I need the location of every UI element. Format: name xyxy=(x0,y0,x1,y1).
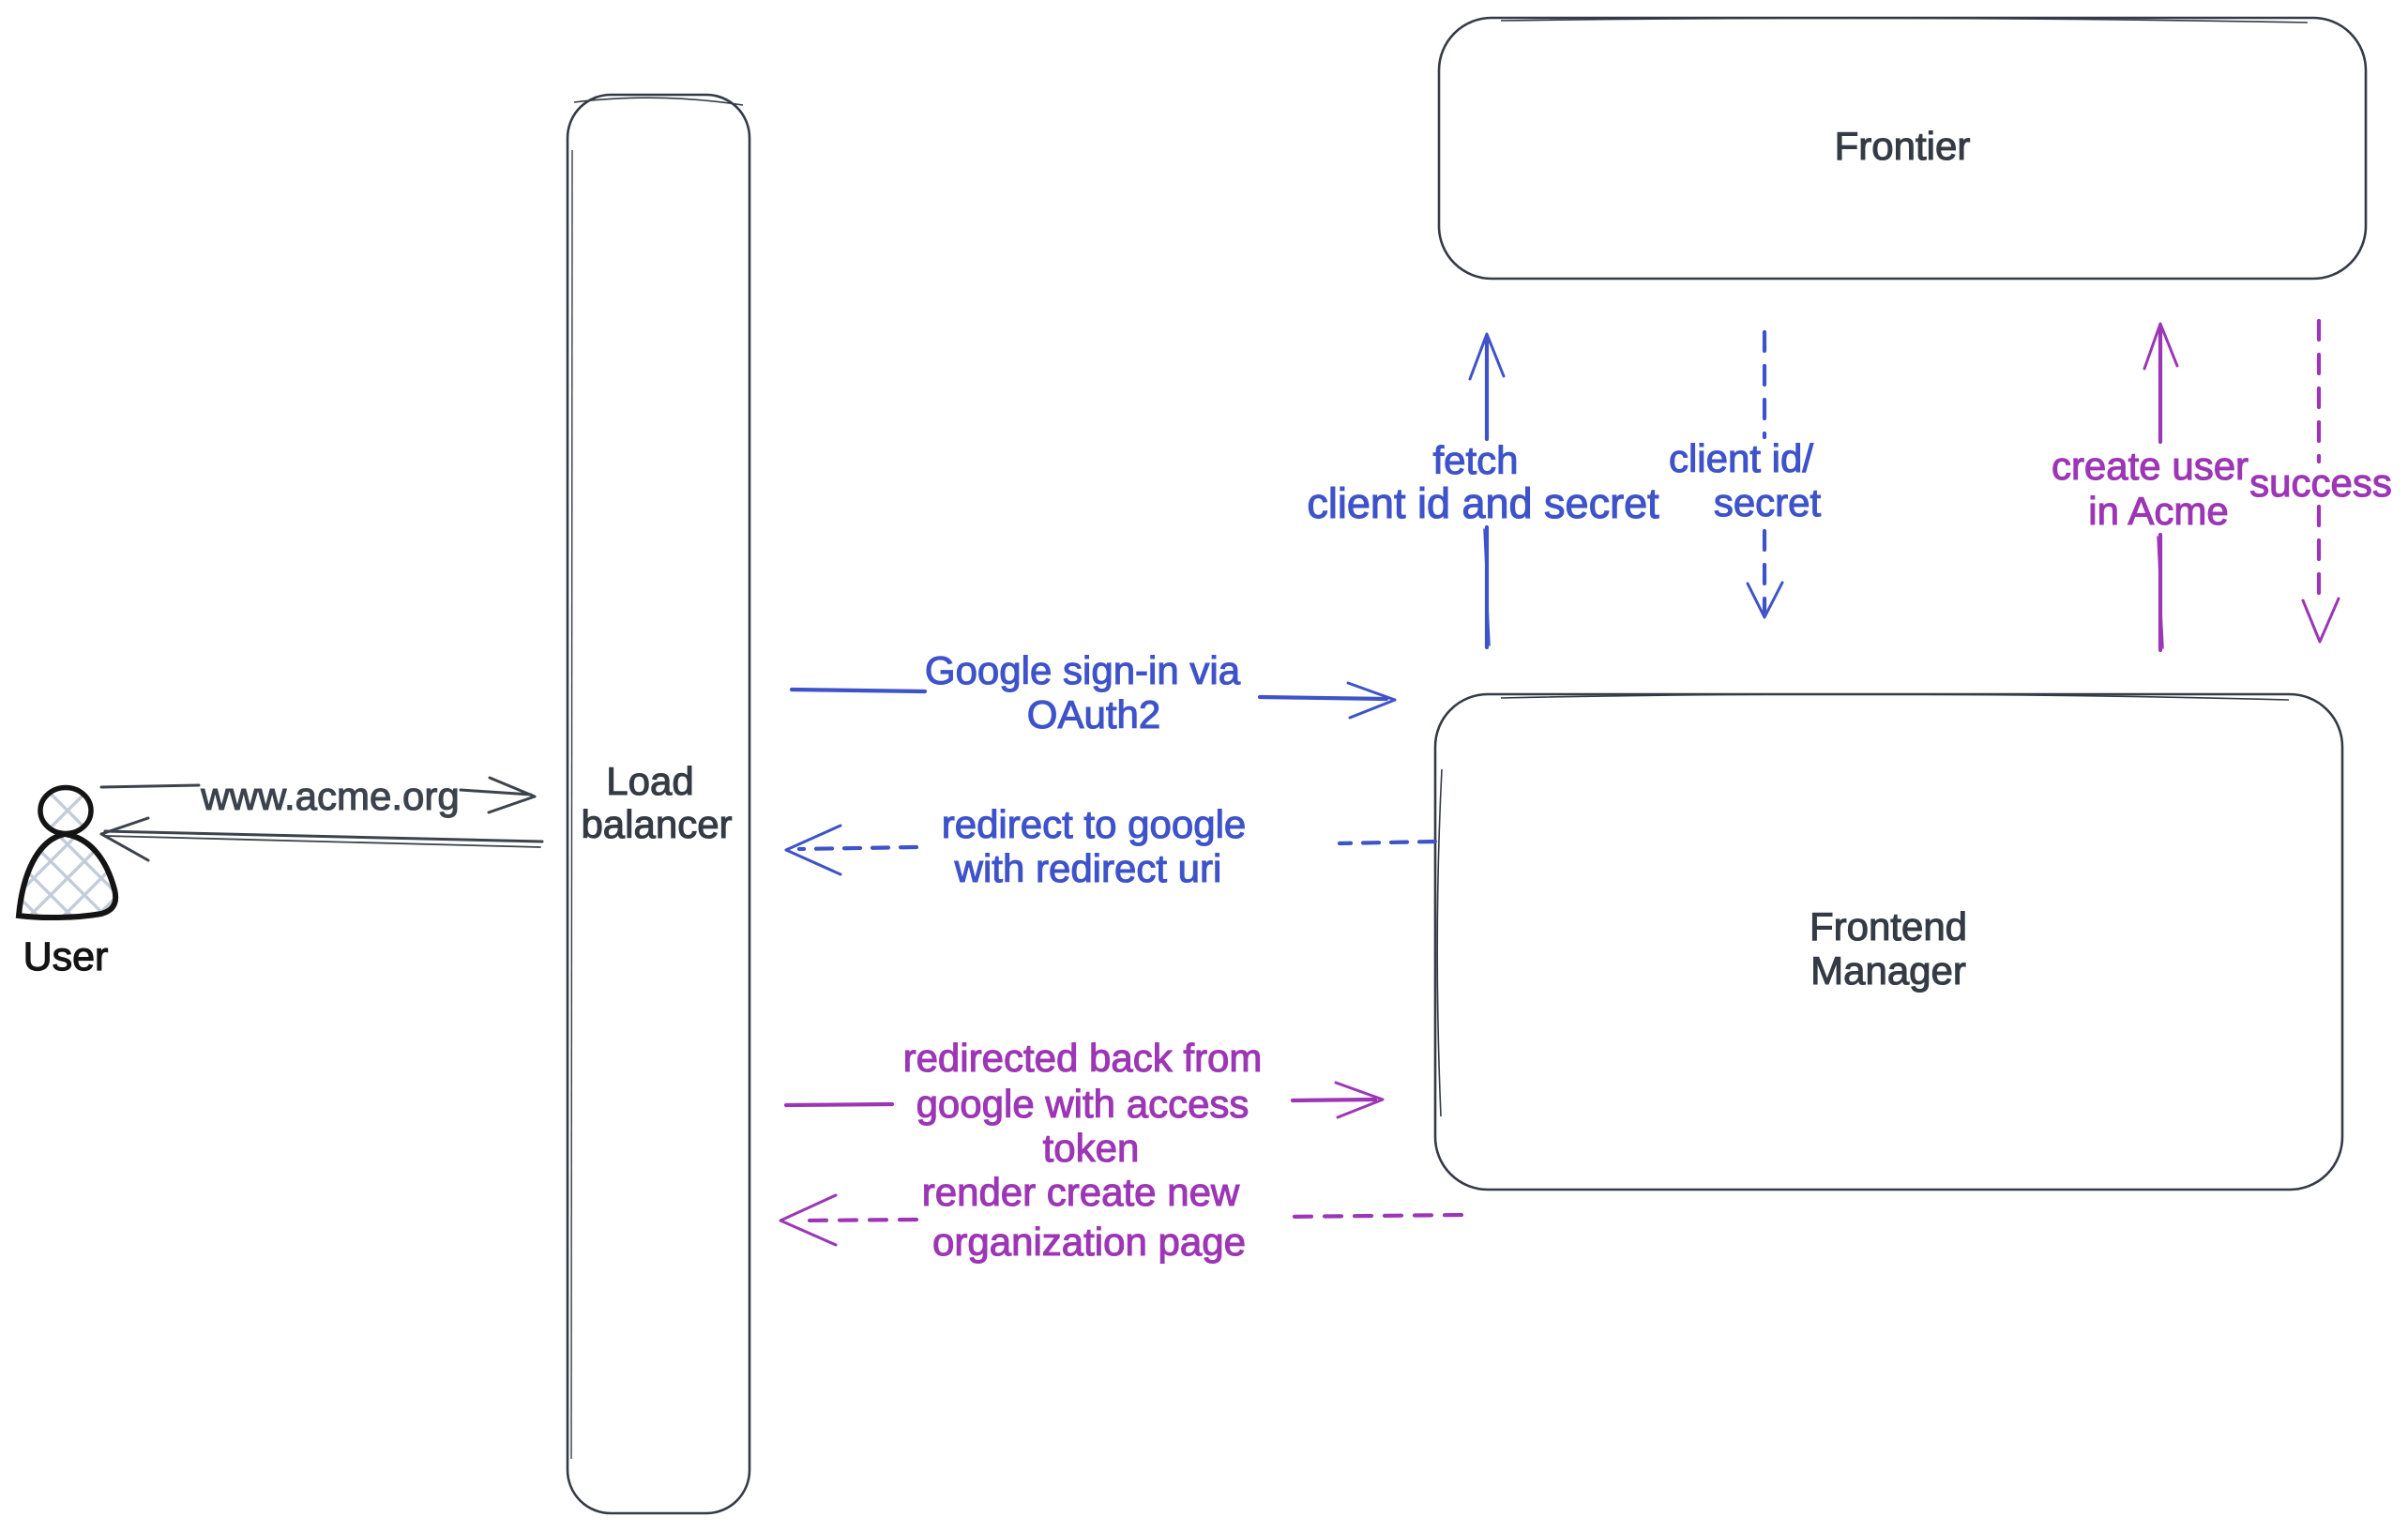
svg-text:fetch: fetch xyxy=(1432,438,1518,482)
svg-text:Google sign-in via: Google sign-in via xyxy=(925,648,1241,692)
svg-text:in Acme: in Acme xyxy=(2088,489,2228,533)
svg-text:token: token xyxy=(1043,1126,1140,1170)
svg-text:Frontier: Frontier xyxy=(1835,124,1971,168)
svg-text:client id and secret: client id and secret xyxy=(1307,479,1659,527)
svg-text:redirect to google: redirect to google xyxy=(942,802,1247,846)
svg-text:with redirect uri: with redirect uri xyxy=(954,846,1222,890)
svg-text:www.acme.org: www.acme.org xyxy=(200,774,459,818)
svg-text:secret: secret xyxy=(1714,480,1822,524)
svg-text:success: success xyxy=(2249,461,2392,505)
svg-text:create user: create user xyxy=(2052,444,2249,488)
svg-text:balancer: balancer xyxy=(581,802,732,846)
svg-text:Manager: Manager xyxy=(1810,948,1966,993)
svg-text:User: User xyxy=(23,934,109,979)
svg-text:redirected back from: redirected back from xyxy=(903,1036,1263,1080)
svg-text:Load: Load xyxy=(606,759,693,803)
svg-text:organization page: organization page xyxy=(932,1220,1246,1264)
svg-text:google with access: google with access xyxy=(916,1082,1249,1126)
svg-text:client id/: client id/ xyxy=(1669,436,1813,480)
svg-text:Frontend: Frontend xyxy=(1810,904,1967,948)
svg-text:render create new: render create new xyxy=(922,1170,1240,1214)
svg-text:OAuth2: OAuth2 xyxy=(1027,692,1160,736)
